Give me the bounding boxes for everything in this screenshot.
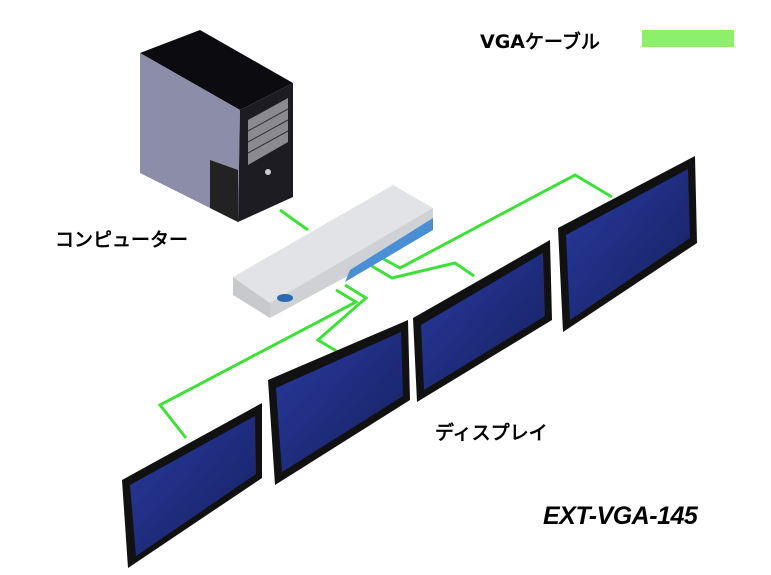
- computer-label: コンピューター: [55, 229, 189, 251]
- display-label: ディスプレイ: [435, 422, 548, 444]
- display-3-icon: [413, 240, 552, 402]
- vga-splitter-icon: [233, 185, 433, 318]
- displays: [122, 156, 697, 568]
- legend-swatch: [642, 30, 734, 47]
- display-1-icon: [122, 403, 262, 568]
- computer-tower-icon: [140, 30, 293, 222]
- display-4-icon: [558, 156, 697, 332]
- cable-computer-splitter: [279, 208, 309, 232]
- cable-display-4: [381, 173, 613, 270]
- cable-display-2: [315, 283, 369, 354]
- model-name: EXT-VGA-145: [543, 502, 698, 530]
- cable-display-1: [157, 288, 360, 439]
- vga-cables: [157, 173, 613, 439]
- cable-display-3: [369, 261, 475, 280]
- legend-label: VGAケーブル: [480, 31, 600, 53]
- display-2-icon: [268, 320, 410, 485]
